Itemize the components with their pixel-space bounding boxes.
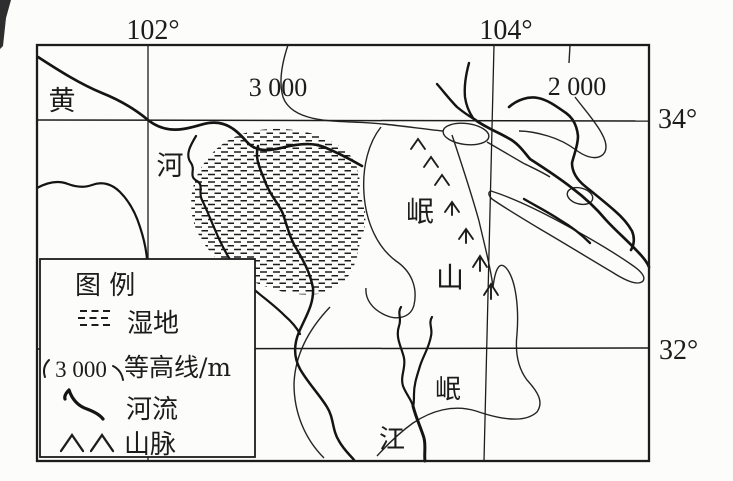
se-river-main (472, 117, 651, 269)
ne-river-branch-1 (435, 82, 476, 121)
graticule (35, 43, 651, 463)
left-tributary (35, 180, 149, 261)
yellow-river-main (36, 55, 364, 168)
legend-label-wetland: 湿地 (127, 309, 179, 339)
mountain-caret-icon (483, 282, 499, 300)
min-river-right-branch (411, 315, 434, 409)
lat-label-34: 34° (658, 104, 697, 135)
contour-central-west (362, 126, 416, 319)
mountain-range-symbols (410, 137, 499, 300)
parallel-34 (36, 119, 650, 122)
min-shan-label-shan: 山 (436, 261, 464, 294)
min-river-left-branch (396, 305, 415, 408)
legend-label-river: 河流 (126, 395, 178, 425)
contour-central-east (376, 134, 541, 457)
wetland-river-center (255, 144, 356, 462)
contour-oval (442, 122, 490, 146)
contour-lines (280, 44, 645, 459)
legend-mountain-icon (59, 432, 115, 453)
legend-label-contour: 等高线/m (124, 353, 231, 382)
mountain-caret-icon (458, 227, 474, 244)
contour-se-loop (488, 190, 645, 284)
lon-label-102: 102° (126, 15, 179, 46)
legend-contour-line-icon (43, 359, 124, 381)
legend-river-icon (63, 388, 105, 421)
legend (39, 258, 256, 458)
min-river-label-jiang: 江 (379, 425, 405, 455)
mountain-caret-icon (472, 254, 488, 272)
mountain-caret-icon (423, 155, 439, 168)
meridian-104 (483, 44, 495, 462)
map-border (35, 43, 651, 463)
contour-label-3000: 3 000 (249, 73, 308, 102)
legend-title: 图 例 (75, 271, 135, 301)
min-river-label-min: 岷 (435, 375, 461, 405)
rivers (35, 55, 651, 463)
mountain-caret-icon (410, 137, 426, 150)
contour-2000-line (518, 96, 607, 159)
min-shan-label-min: 岷 (406, 195, 434, 228)
lat-label-32: 32° (659, 335, 698, 366)
legend-label-mountain: 山脉 (124, 430, 176, 460)
contour-3000-line (280, 44, 444, 132)
yellow-river-label-huang: 黄 (49, 86, 76, 117)
min-river-stem (411, 404, 427, 463)
se-river-north (507, 96, 636, 252)
contour-sw-arc (293, 306, 331, 459)
yellow-river-label-he: 河 (157, 151, 184, 182)
legend-wetland-pattern-icon (78, 310, 112, 326)
scan-edge-artifact (0, 0, 11, 49)
wetland-river-west (187, 134, 302, 336)
lon-label-104: 104° (479, 15, 532, 46)
legend-box (39, 258, 256, 458)
contour-label-2000: 2 000 (548, 72, 607, 101)
mountain-caret-icon (434, 173, 450, 186)
mountain-caret-icon (444, 200, 460, 216)
se-river-stub (522, 197, 592, 245)
legend-contour-value: 3 000 (55, 357, 107, 382)
contour-2000-tick (568, 44, 571, 64)
wetland-area (191, 128, 366, 295)
ne-river-branch-2 (463, 61, 475, 120)
